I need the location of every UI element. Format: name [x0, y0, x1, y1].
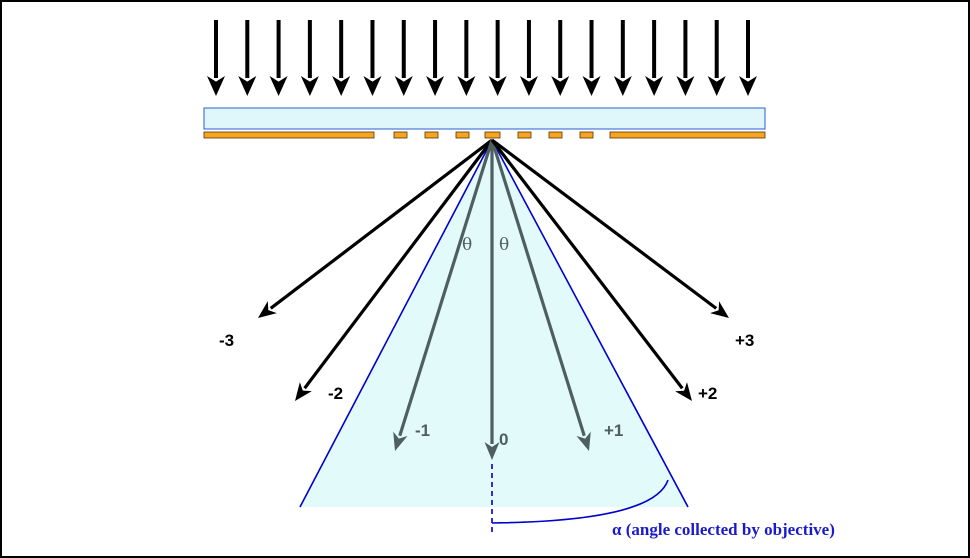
down-arrow-icon [739, 20, 757, 96]
cone-edge-right [491, 139, 689, 508]
down-arrow-icon [707, 20, 726, 96]
order-label: -3 [219, 331, 234, 350]
incident-light-arrows [207, 20, 757, 96]
alpha-label: α (angle collected by objective) [612, 520, 835, 539]
grating-bar [203, 131, 375, 139]
diffraction-order-arrow [258, 138, 493, 318]
down-arrow-icon [457, 20, 476, 96]
down-arrow-icon [645, 20, 664, 96]
down-arrow-icon [238, 20, 257, 96]
order-label: +1 [604, 421, 623, 440]
down-arrow-icon [332, 20, 351, 96]
alpha-arc [491, 479, 669, 524]
diffraction-order-arrow [491, 138, 729, 318]
collection-cone [300, 140, 688, 507]
down-arrow-icon [207, 20, 225, 96]
theta-label-left: θ [462, 235, 472, 255]
diffraction-order-arrow [490, 139, 591, 451]
theta-label-right: θ [499, 235, 509, 255]
down-arrow-icon [582, 20, 601, 96]
grating-bar [455, 131, 470, 139]
order-label: +3 [735, 331, 754, 350]
down-arrow-icon [488, 20, 507, 96]
diffraction-order-arrow [484, 140, 500, 460]
down-arrow-icon [269, 20, 288, 96]
diffraction-order-arrow [393, 139, 494, 451]
grating-bar [484, 131, 501, 139]
order-label: 0 [499, 430, 508, 449]
specimen-slide [203, 107, 766, 130]
down-arrow-icon [519, 20, 538, 96]
down-arrow-icon [300, 20, 319, 96]
grating-bar [393, 131, 408, 139]
down-arrow-icon [394, 20, 413, 96]
down-arrow-icon [363, 20, 382, 96]
order-label: -1 [415, 421, 430, 440]
grating-bar [609, 131, 766, 139]
grating-bar [579, 131, 594, 139]
down-arrow-icon [676, 20, 695, 96]
diffraction-order-arrow [490, 139, 692, 401]
order-label: +2 [698, 384, 717, 403]
order-label: -2 [328, 384, 343, 403]
cone-edge-left [299, 139, 493, 508]
down-arrow-icon [426, 20, 445, 96]
grating-bar [548, 131, 563, 139]
grating-bar [517, 131, 532, 139]
down-arrow-icon [613, 20, 632, 96]
diffraction-order-arrow [295, 139, 494, 401]
down-arrow-icon [551, 20, 570, 96]
grating-bar [424, 131, 439, 139]
